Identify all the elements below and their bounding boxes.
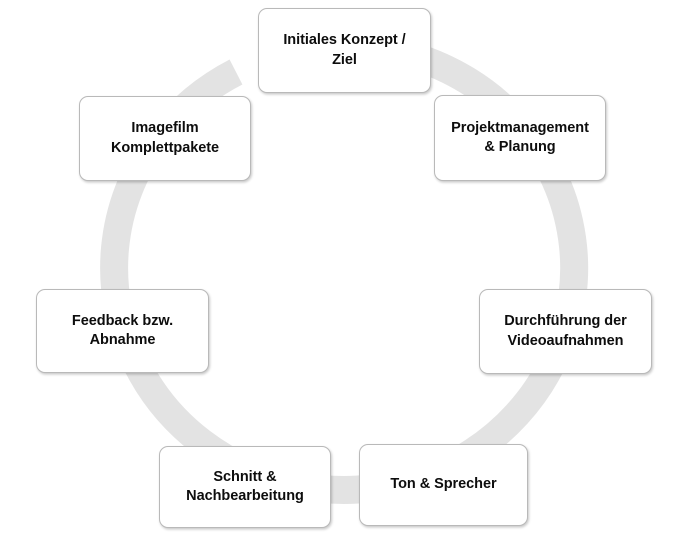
node-label: Imagefilm Komplettpakete bbox=[110, 120, 220, 156]
node-ton-sprecher[interactable]: Ton & Sprecher bbox=[359, 444, 528, 526]
node-initiales-konzept-ziel[interactable]: Initiales Konzept / Ziel bbox=[258, 8, 431, 93]
node-label: Projektmanagement & Planung bbox=[451, 119, 589, 155]
node-label: Feedback bzw. Abnahme bbox=[71, 312, 174, 348]
node-label: Ton & Sprecher bbox=[390, 476, 497, 493]
node-schnitt-nachbearbeitung[interactable]: Schnitt & Nachbearbeitung bbox=[159, 446, 331, 528]
node-label: Initiales Konzept / Ziel bbox=[283, 32, 406, 68]
node-durchfuehrung-videoaufnahmen[interactable]: Durchführung der Videoaufnahmen bbox=[479, 289, 652, 374]
node-feedback-abnahme[interactable]: Feedback bzw. Abnahme bbox=[36, 289, 209, 373]
cycle-arrow-shape bbox=[100, 19, 589, 504]
node-label: Schnitt & Nachbearbeitung bbox=[186, 468, 304, 504]
node-projektmanagement-planung[interactable]: Projektmanagement & Planung bbox=[434, 95, 606, 181]
node-imagefilm-komplettpakete[interactable]: Imagefilm Komplettpakete bbox=[79, 96, 251, 181]
node-label: Durchführung der Videoaufnahmen bbox=[504, 313, 627, 349]
